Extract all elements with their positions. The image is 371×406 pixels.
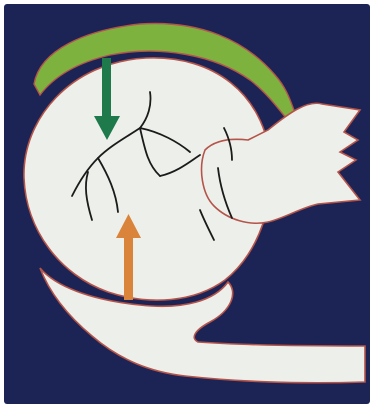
diagram-figure — [0, 0, 371, 406]
diagram-canvas — [0, 0, 371, 406]
